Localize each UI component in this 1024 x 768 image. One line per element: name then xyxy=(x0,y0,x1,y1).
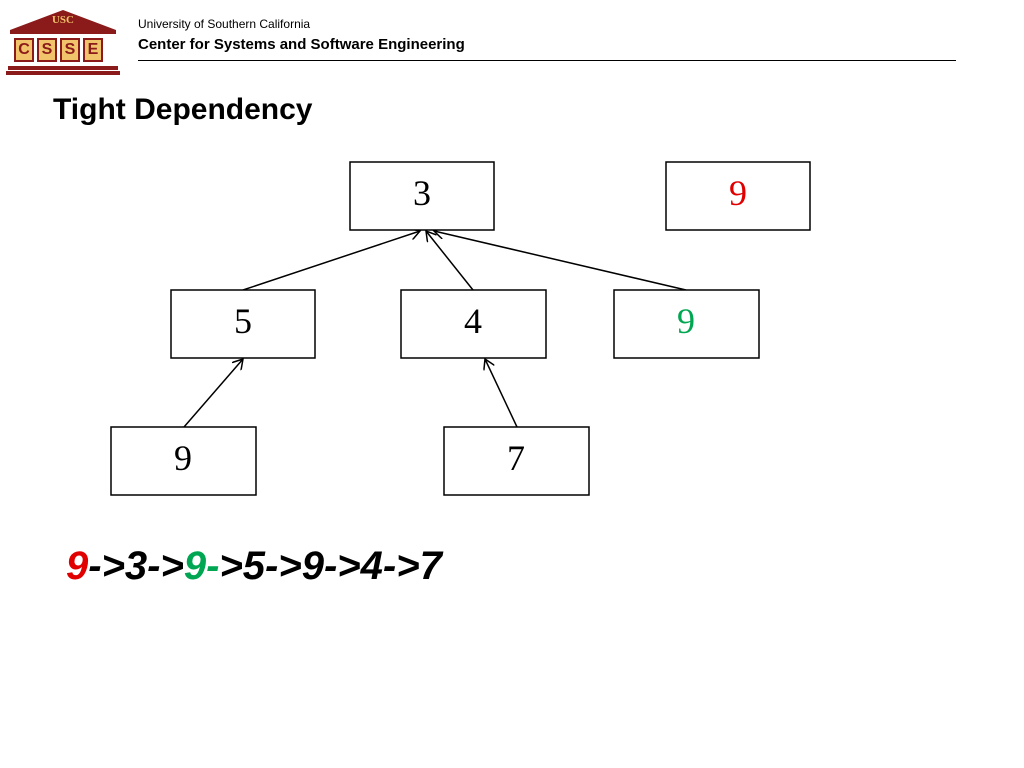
logo-letter: S xyxy=(37,38,57,62)
sequence-part: 9- xyxy=(183,544,220,588)
node-label: 4 xyxy=(464,301,482,341)
node-label: 5 xyxy=(234,301,252,341)
logo-letters: C S S E xyxy=(14,38,103,62)
edge-7-to-4 xyxy=(485,359,518,428)
sequence-part: 9 xyxy=(66,544,89,588)
csse-logo: USC C S S E xyxy=(6,8,120,76)
logo-letter: E xyxy=(83,38,103,62)
node-label: 9 xyxy=(677,301,695,341)
node-label: 9 xyxy=(729,173,747,213)
center-name: Center for Systems and Software Engineer… xyxy=(138,36,465,53)
slide-title: Tight Dependency xyxy=(53,93,313,126)
sequence-part: >5->9->4->7 xyxy=(219,544,442,588)
node-3: 3 xyxy=(349,161,495,231)
node-9-green: 9 xyxy=(613,289,760,359)
logo-building-icon xyxy=(6,10,120,75)
edge-4-to-3 xyxy=(426,231,474,291)
sequence-part: ->3-> xyxy=(88,544,184,588)
edge-9-green-to-3 xyxy=(434,231,687,291)
dependency-sequence: 9->3->9->5->9->4->7 xyxy=(66,544,442,589)
logo-usc-text: USC xyxy=(51,14,74,26)
logo-letter: C xyxy=(14,38,34,62)
node-label: 3 xyxy=(413,173,431,213)
node-7: 7 xyxy=(443,426,590,496)
edges-group xyxy=(183,231,687,428)
node-4: 4 xyxy=(400,289,547,359)
university-name: University of Southern California xyxy=(138,17,311,31)
node-9-red: 9 xyxy=(665,161,811,231)
edge-9-to-5 xyxy=(183,359,243,428)
edge-5-to-3 xyxy=(242,231,420,291)
node-label: 9 xyxy=(174,438,192,478)
header-divider xyxy=(138,60,956,61)
node-label: 7 xyxy=(507,438,525,478)
node-9: 9 xyxy=(110,426,257,496)
node-5: 5 xyxy=(170,289,316,359)
logo-letter: S xyxy=(60,38,80,62)
